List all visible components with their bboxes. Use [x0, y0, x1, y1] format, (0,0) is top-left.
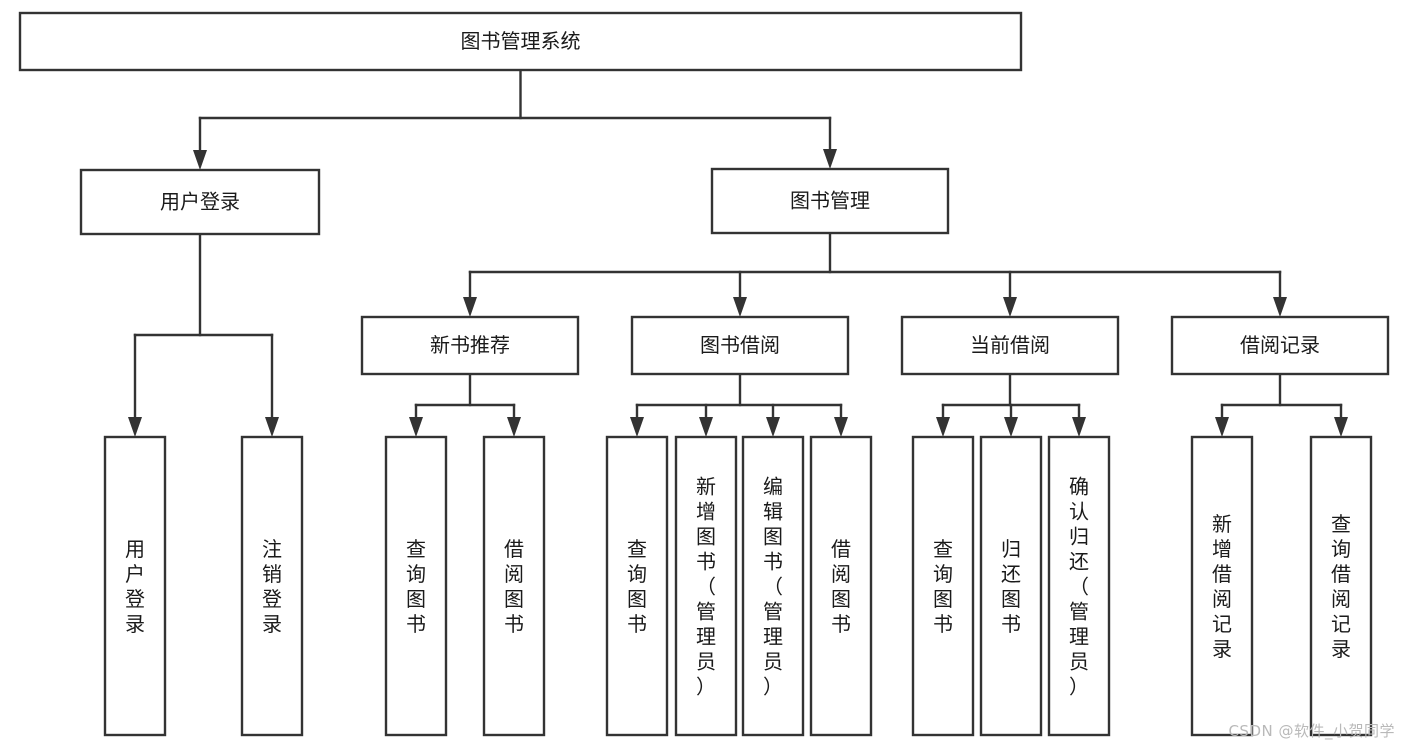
edge-group-l3_record	[1215, 372, 1348, 437]
node-label: 查询借阅记录	[1331, 512, 1351, 661]
node-l4-query-book-b[interactable]: 查询图书	[605, 435, 669, 737]
node-l4-query-book-c[interactable]: 查询图书	[911, 435, 975, 737]
node-box-root[interactable]	[18, 11, 1023, 72]
arrow-head-icon	[409, 417, 423, 437]
node-label: 查询图书	[627, 537, 647, 636]
arrow-head-icon	[1334, 417, 1348, 437]
arrow-head-icon	[699, 417, 713, 437]
edge-group-root	[193, 68, 837, 170]
node-box-l4-confirm-ret[interactable]	[1047, 435, 1111, 737]
edge-group-l3_current	[936, 372, 1086, 437]
node-box-l4-logout[interactable]	[240, 435, 304, 737]
node-label: 新增图书（管理员）	[696, 475, 716, 699]
arrow-head-icon	[1215, 417, 1229, 437]
edge-group-l3_new_book	[409, 372, 521, 437]
arrow-head-icon	[507, 417, 521, 437]
node-l3-new-book[interactable]: 新书推荐	[360, 315, 580, 376]
node-label: 查询图书	[406, 537, 426, 636]
node-label: 注销登录	[262, 537, 282, 636]
node-l2-user-login[interactable]: 用户登录	[79, 168, 321, 236]
node-box-l4-return-book[interactable]	[979, 435, 1043, 737]
arrow-head-icon	[766, 417, 780, 437]
node-l2-book-mgmt[interactable]: 图书管理	[710, 167, 950, 235]
node-l4-borrow-book-b[interactable]: 借阅图书	[809, 435, 873, 737]
node-box-l3-new-book[interactable]	[360, 315, 580, 376]
node-label: 借阅记录	[1240, 333, 1320, 357]
node-root[interactable]: 图书管理系统	[18, 11, 1023, 72]
arrow-head-icon	[1004, 417, 1018, 437]
node-label: 当前借阅	[970, 333, 1050, 357]
edge-group-l2_user_login	[128, 232, 279, 437]
node-box-l4-user-login[interactable]	[103, 435, 167, 737]
node-box-l4-query-book-c[interactable]	[911, 435, 975, 737]
node-l4-return-book[interactable]: 归还图书	[979, 435, 1043, 737]
node-box-l4-add-book[interactable]	[674, 435, 738, 737]
node-box-l4-edit-book[interactable]	[741, 435, 805, 737]
arrow-head-icon	[265, 417, 279, 437]
csdn-watermark: CSDN @软件_小贺同学	[1228, 722, 1395, 740]
node-layer: 图书管理系统用户登录图书管理新书推荐图书借阅当前借阅借阅记录用户登录注销登录查询…	[18, 11, 1390, 737]
arrow-head-icon	[630, 417, 644, 437]
node-label: 确认归还（管理员）	[1069, 475, 1089, 699]
node-l4-query-book-a[interactable]: 查询图书	[384, 435, 448, 737]
node-label: 图书管理	[790, 189, 870, 213]
arrow-head-icon	[823, 149, 837, 169]
node-label: 图书借阅	[700, 333, 780, 357]
node-label: 用户登录	[160, 190, 240, 214]
node-box-l3-borrow[interactable]	[630, 315, 850, 376]
node-label: 编辑图书（管理员）	[763, 475, 783, 699]
arrow-head-icon	[1273, 297, 1287, 317]
node-label: 借阅图书	[831, 537, 851, 636]
arrow-head-icon	[733, 297, 747, 317]
node-label: 新书推荐	[430, 333, 510, 357]
node-label: 新增借阅记录	[1212, 512, 1232, 661]
node-label: 查询图书	[933, 537, 953, 636]
arrow-head-icon	[834, 417, 848, 437]
node-l3-current[interactable]: 当前借阅	[900, 315, 1120, 376]
node-l4-logout[interactable]: 注销登录	[240, 435, 304, 737]
arrow-head-icon	[193, 150, 207, 170]
arrow-head-icon	[1072, 417, 1086, 437]
node-box-l2-user-login[interactable]	[79, 168, 321, 236]
connector-layer	[128, 68, 1348, 437]
node-label: 用户登录	[125, 537, 145, 636]
node-l4-edit-book[interactable]: 编辑图书（管理员）	[741, 435, 805, 737]
node-l4-add-book[interactable]: 新增图书（管理员）	[674, 435, 738, 737]
arrow-head-icon	[463, 297, 477, 317]
node-box-l4-query-record[interactable]	[1309, 435, 1373, 737]
edge-group-l3_borrow	[630, 372, 848, 437]
arrow-head-icon	[1003, 297, 1017, 317]
node-l3-borrow[interactable]: 图书借阅	[630, 315, 850, 376]
node-l4-borrow-book-a[interactable]: 借阅图书	[482, 435, 546, 737]
node-l4-user-login[interactable]: 用户登录	[103, 435, 167, 737]
edge-group-l2_book_mgmt	[463, 231, 1287, 317]
arrow-head-icon	[128, 417, 142, 437]
node-box-l4-query-book-b[interactable]	[605, 435, 669, 737]
node-l4-query-record[interactable]: 查询借阅记录	[1309, 435, 1373, 737]
node-l3-record[interactable]: 借阅记录	[1170, 315, 1390, 376]
node-box-l4-add-record[interactable]	[1190, 435, 1254, 737]
arrow-head-icon	[936, 417, 950, 437]
node-label: 借阅图书	[504, 537, 524, 636]
node-box-l3-record[interactable]	[1170, 315, 1390, 376]
node-box-l2-book-mgmt[interactable]	[710, 167, 950, 235]
node-box-l4-query-book-a[interactable]	[384, 435, 448, 737]
node-box-l3-current[interactable]	[900, 315, 1120, 376]
node-label: 图书管理系统	[461, 29, 581, 53]
node-box-l4-borrow-book-a[interactable]	[482, 435, 546, 737]
node-l4-confirm-ret[interactable]: 确认归还（管理员）	[1047, 435, 1111, 737]
node-box-l4-borrow-book-b[interactable]	[809, 435, 873, 737]
node-label: 归还图书	[1001, 537, 1021, 636]
node-l4-add-record[interactable]: 新增借阅记录	[1190, 435, 1254, 737]
